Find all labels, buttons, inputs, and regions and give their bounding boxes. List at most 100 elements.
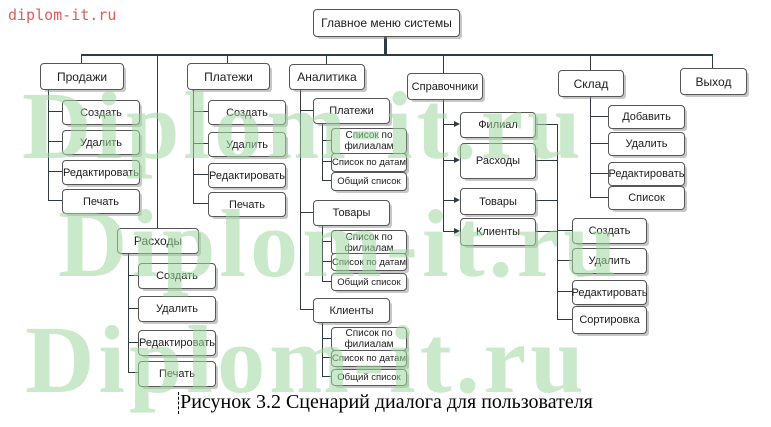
- node-analytics-payments: Платежи: [313, 98, 390, 124]
- node-analytics-clients-by-date: Список по датам: [331, 350, 407, 367]
- node-wh-delete: Удалить: [608, 132, 685, 156]
- node-sales: Продажи: [40, 63, 124, 90]
- node-expenses-print: Печать: [138, 361, 216, 387]
- connector-line: [557, 319, 572, 320]
- connector-line: [227, 56, 228, 64]
- node-expenses-create: Создать: [138, 263, 216, 289]
- connector-line: [322, 338, 331, 339]
- connector-line: [590, 143, 608, 144]
- node-wh-add: Добавить: [608, 105, 685, 129]
- node-dir-op-sort: Сортировка: [572, 306, 647, 334]
- node-analytics-clients-by-branch: Список по филиалам: [331, 327, 407, 351]
- connector-line: [300, 110, 313, 111]
- connector-line: [193, 111, 208, 112]
- connector-line: [300, 88, 301, 310]
- connector-arrow-icon: [454, 157, 460, 163]
- node-payments-delete: Удалить: [208, 132, 286, 157]
- node-wh-list: Список: [608, 186, 685, 210]
- connector-line: [322, 281, 331, 282]
- connector-line: [534, 160, 557, 161]
- connector-line: [326, 56, 327, 65]
- connector-line: [322, 357, 331, 358]
- connector-line: [443, 98, 444, 232]
- node-analytics-goods: Товары: [313, 200, 390, 226]
- node-payments-create: Создать: [208, 100, 286, 125]
- site-link-text: diplom-it.ru: [8, 6, 117, 24]
- connector-line: [443, 200, 455, 201]
- node-analytics-clients-full-list: Общий список: [331, 369, 407, 386]
- node-expenses: Расходы: [117, 228, 199, 254]
- connector-arrow-icon: [454, 228, 460, 234]
- node-expenses-edit: Редактировать: [138, 330, 216, 356]
- connector-line: [193, 174, 208, 175]
- connector-line: [534, 200, 557, 201]
- connector-line: [322, 122, 323, 181]
- connector-arrow-icon: [454, 197, 460, 203]
- node-sales-create: Создать: [62, 100, 140, 125]
- connector-line: [534, 231, 557, 232]
- connector-line: [557, 230, 572, 231]
- connector-line: [712, 56, 713, 69]
- connector-line: [557, 260, 572, 261]
- node-dir-op-create: Создать: [572, 218, 647, 244]
- connector-line: [157, 56, 158, 229]
- connector-line: [322, 180, 331, 181]
- connector-line: [193, 88, 194, 204]
- connector-line: [128, 342, 138, 343]
- node-sales-edit: Редактировать: [62, 160, 140, 185]
- connector-line: [48, 111, 62, 112]
- node-analytics-payments-by-date: Список по датам: [331, 153, 407, 172]
- connector-line: [590, 95, 591, 198]
- node-expenses-delete: Удалить: [138, 296, 216, 322]
- connector-line: [590, 197, 608, 198]
- connector-line: [81, 54, 713, 56]
- node-analytics-clients: Клиенты: [313, 298, 390, 323]
- node-wh-edit: Редактировать: [608, 162, 685, 186]
- connector-line: [322, 241, 331, 242]
- node-sales-delete: Удалить: [62, 130, 140, 155]
- connector-line: [534, 124, 557, 125]
- node-dir-branch: Филиал: [460, 112, 536, 138]
- connector-line: [443, 56, 444, 74]
- node-directories: Справочники: [407, 73, 483, 100]
- node-dir-expenses: Расходы: [460, 143, 536, 179]
- connector-line: [48, 171, 62, 172]
- node-dir-op-edit: Редактировать: [572, 280, 648, 305]
- connector-line: [322, 224, 323, 282]
- node-sales-print: Печать: [62, 189, 140, 214]
- figure-caption-text: Рисунок 3.2 Сценарий диалога для пользов…: [180, 391, 593, 413]
- node-analytics-payments-full-list: Общий список: [331, 172, 407, 191]
- node-payments-edit: Редактировать: [208, 163, 286, 188]
- node-payments: Платежи: [187, 63, 270, 90]
- node-warehouse: Склад: [558, 70, 624, 97]
- connector-line: [48, 200, 62, 201]
- text-cursor: [178, 392, 180, 415]
- connector-line: [128, 252, 129, 373]
- connector-line: [193, 143, 208, 144]
- connector-line: [557, 291, 572, 292]
- connector-line: [128, 372, 138, 373]
- node-dir-goods: Товары: [460, 188, 536, 215]
- connector-line: [193, 203, 208, 204]
- node-exit: Выход: [680, 68, 747, 95]
- connector-line: [128, 308, 138, 309]
- connector-line: [384, 35, 387, 55]
- node-payments-print: Печать: [208, 192, 286, 217]
- connector-line: [557, 124, 558, 320]
- connector-line: [322, 321, 323, 377]
- node-analytics-payments-by-branch: Список по филиалам: [331, 128, 407, 154]
- connector-line: [322, 376, 331, 377]
- connector-line: [300, 212, 313, 213]
- connector-line: [48, 88, 49, 201]
- node-dir-clients: Клиенты: [460, 218, 536, 246]
- connector-line: [590, 173, 608, 174]
- node-analytics-goods-by-date: Список по датам: [331, 253, 407, 271]
- connector-line: [48, 141, 62, 142]
- connector-line: [443, 124, 455, 125]
- connector-line: [322, 161, 331, 162]
- node-analytics: Аналитика: [289, 64, 365, 90]
- connector-line: [81, 56, 82, 64]
- figure-caption: Рисунок 3.2 Сценарий диалога для пользов…: [0, 391, 771, 415]
- connector-line: [590, 116, 608, 117]
